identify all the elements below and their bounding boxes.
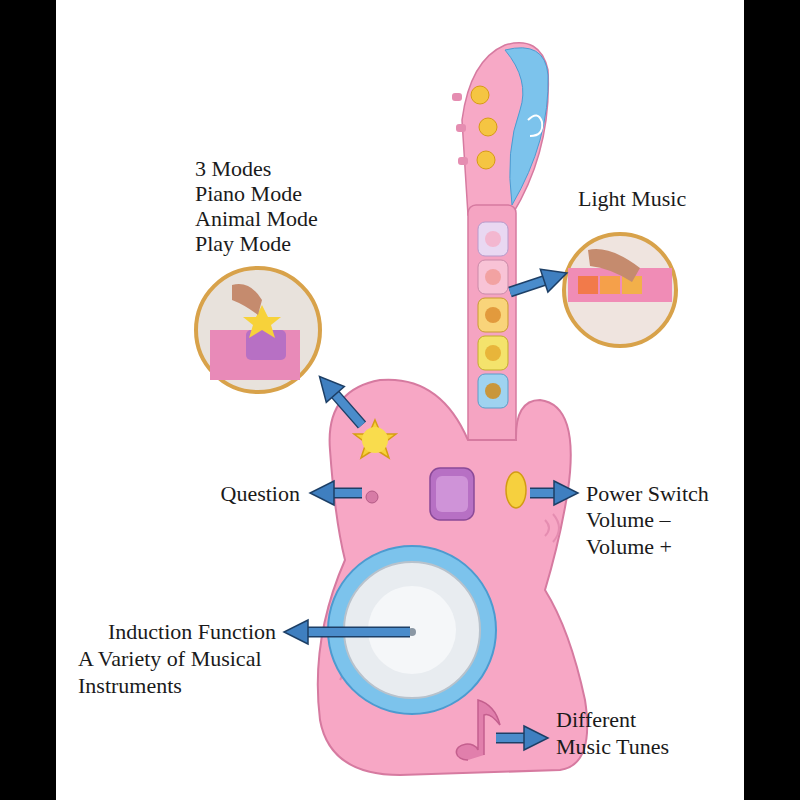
callout-label: Light Music (578, 186, 686, 211)
callout-label: Volume + (586, 534, 672, 559)
callout-label: Music Tunes (556, 734, 669, 759)
mode-heading: 3 Modes (195, 156, 271, 181)
callout-label: Instruments (78, 673, 182, 698)
callout-label: Power Switch (586, 481, 709, 506)
mode-name: Play Mode (195, 231, 291, 256)
callout-label: A Variety of Musical (78, 646, 262, 671)
mode-name: Piano Mode (195, 181, 302, 206)
callout-label: Different (556, 707, 636, 732)
callout-label: Question (221, 481, 300, 506)
mode-name: Animal Mode (195, 206, 318, 231)
callout-label: Induction Function (108, 619, 276, 644)
callout-label: Volume – (586, 507, 671, 532)
